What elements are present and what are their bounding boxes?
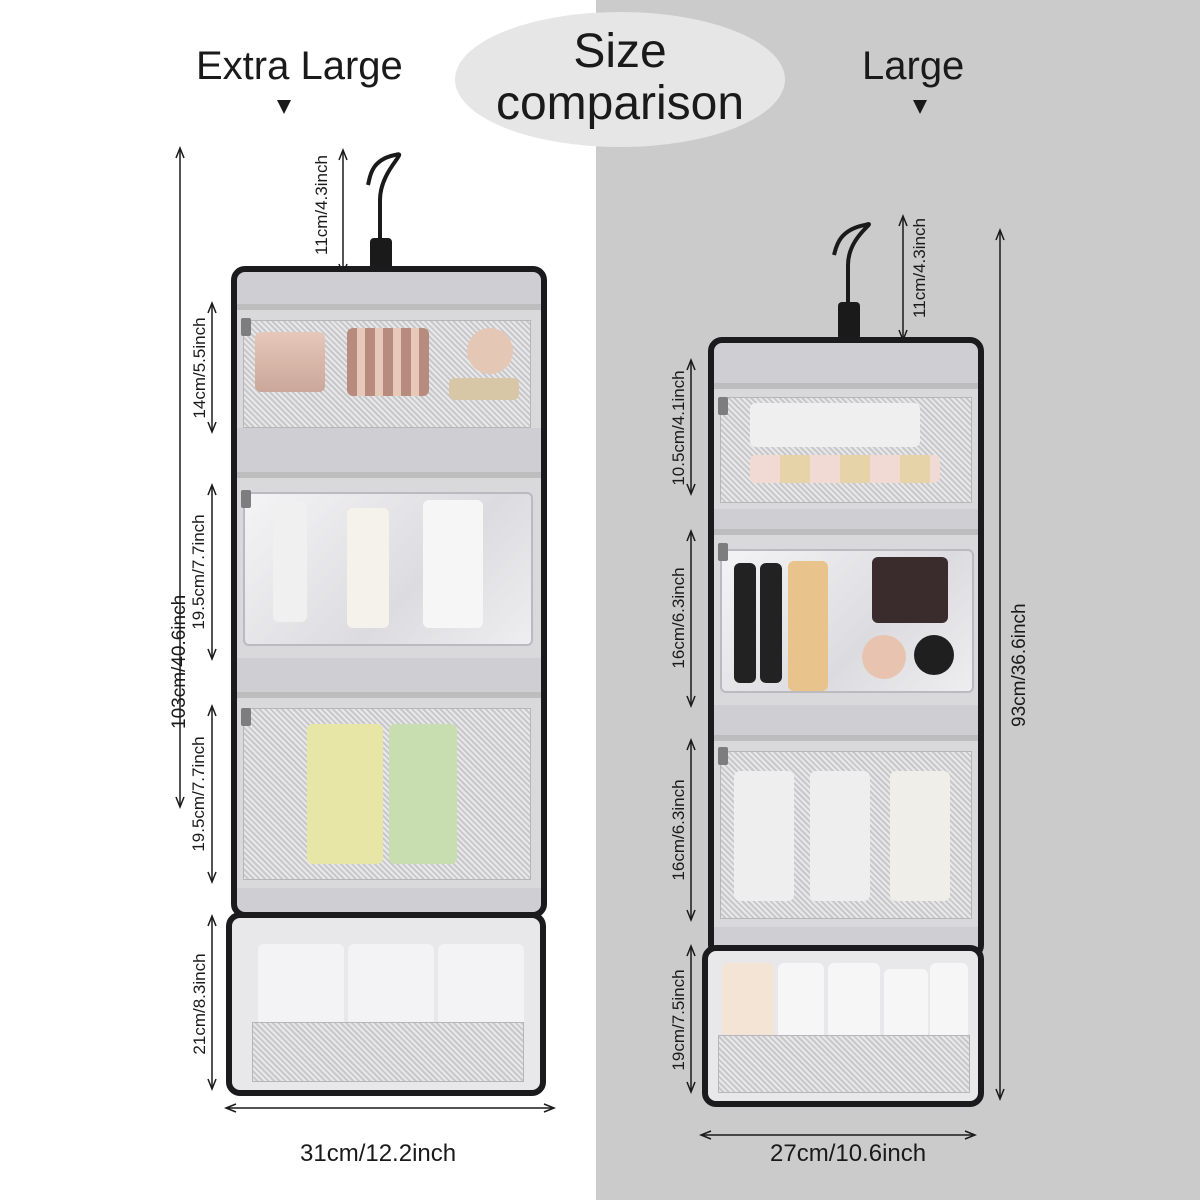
xl-pocket3 — [237, 692, 541, 888]
xl-width: 31cm/12.2inch — [300, 1140, 457, 1167]
l-width: 27cm/10.6inch — [770, 1140, 927, 1167]
xl-bag-body — [231, 266, 547, 918]
l-zip2-icon — [718, 543, 728, 561]
lipstick-1 — [734, 563, 756, 683]
l-hook-icon — [832, 222, 871, 305]
xl-hook-strap — [370, 238, 392, 272]
l-zip1-icon — [718, 397, 728, 415]
extra-large-arrow-icon — [277, 100, 291, 114]
xl-pocket1 — [237, 304, 541, 428]
l-pocket3 — [714, 735, 978, 927]
l-pocket1 — [714, 383, 978, 509]
xl-zip2-icon — [241, 490, 251, 508]
lip-pot — [914, 635, 954, 675]
size-comparison-bubble: Size comparison — [455, 12, 785, 147]
toothbrushes — [750, 455, 940, 483]
compact — [467, 328, 513, 374]
powder-compact — [862, 635, 906, 679]
xl-hook-icon — [366, 152, 402, 240]
towel-1 — [734, 771, 794, 901]
large-title: Large — [862, 44, 965, 88]
large-arrow-icon — [913, 100, 927, 114]
l-zip3-icon — [718, 747, 728, 765]
l-bottom-pouch — [702, 945, 984, 1107]
l-bottom-mesh — [718, 1035, 970, 1093]
eyeshadow-palette — [255, 332, 325, 392]
eyeshadow-palette-l — [872, 557, 948, 623]
xl-bottom-mesh — [252, 1022, 524, 1082]
bubble-line2: comparison — [495, 77, 745, 130]
foundation — [788, 561, 828, 691]
cotton-swabs — [449, 378, 519, 400]
l-bag-body — [708, 337, 984, 959]
face-towel — [423, 500, 483, 628]
xl-pocket2 — [237, 472, 541, 658]
tube-1 — [273, 502, 307, 622]
extra-large-title: Extra Large — [196, 44, 403, 88]
towel-2 — [810, 771, 870, 901]
l-pocket2 — [714, 529, 978, 705]
bubble-line1: Size — [573, 25, 667, 78]
bottle-green — [389, 724, 457, 864]
towel-3 — [890, 771, 950, 901]
bottle-yellow — [307, 724, 383, 864]
xl-bottom-pouch — [226, 912, 546, 1096]
sachet — [750, 403, 920, 447]
xl-total-arrow-top — [175, 145, 185, 159]
xl-total-arrow-bottom — [175, 796, 185, 810]
xl-pocket3-mesh — [243, 708, 531, 880]
xl-zip3-icon — [241, 708, 251, 726]
lipstick-2 — [760, 563, 782, 683]
l-hook-strap — [838, 302, 860, 340]
lipsticks — [347, 328, 429, 396]
xl-zip1-icon — [241, 318, 251, 336]
tube-2 — [347, 508, 389, 628]
